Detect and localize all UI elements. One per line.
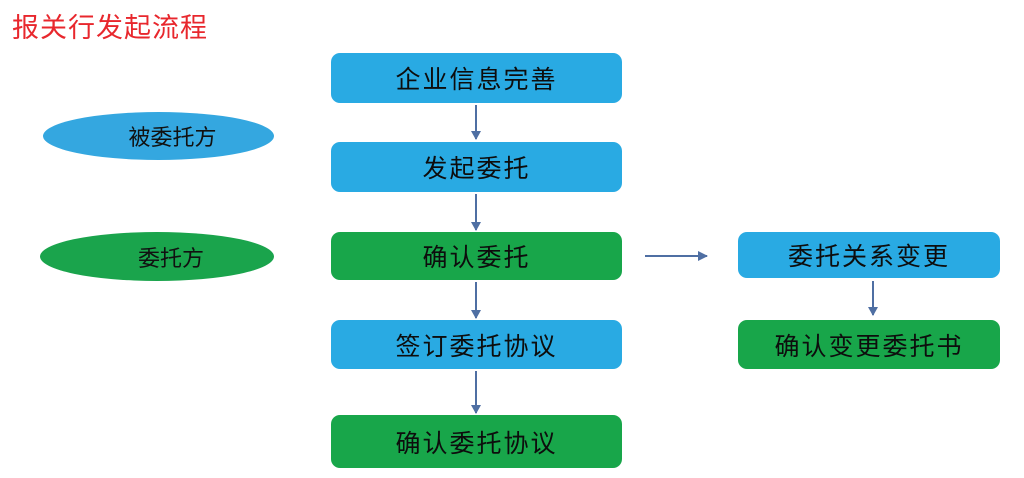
flow-node-label: 确认变更委托书 — [774, 331, 964, 361]
flow-node-label: 确认委托 — [422, 243, 531, 272]
flow-node-sign-agreement[interactable]: 签订委托协议 — [331, 320, 622, 369]
arrow-down-4 — [475, 371, 477, 413]
legend-label-delegatee: 被委托方 — [128, 126, 217, 151]
arrow-down-1 — [475, 105, 477, 139]
flow-node-confirm-delegation[interactable]: 确认委托 — [331, 232, 622, 280]
arrow-down-3 — [475, 282, 477, 318]
legend-item-delegatee: 被委托方 — [43, 112, 274, 160]
arrow-down-branch — [872, 281, 874, 315]
legend-item-delegator: 委托方 — [40, 232, 274, 281]
flow-node-change-relationship[interactable]: 委托关系变更 — [738, 232, 1000, 278]
flow-node-label: 发起委托 — [422, 154, 531, 183]
flow-node-label: 签订委托协议 — [395, 331, 558, 361]
page-title: 报关行发起流程 — [12, 13, 208, 44]
flow-node-confirm-change[interactable]: 确认变更委托书 — [738, 320, 1000, 369]
flow-node-enterprise-info[interactable]: 企业信息完善 — [331, 53, 622, 103]
legend-label-delegator: 委托方 — [137, 246, 204, 272]
flow-node-label: 委托关系变更 — [787, 242, 950, 271]
flow-node-initiate-delegation[interactable]: 发起委托 — [331, 142, 622, 192]
flow-node-label: 确认委托协议 — [395, 428, 558, 458]
arrow-down-2 — [475, 194, 477, 230]
arrow-right-branch — [645, 255, 707, 257]
flow-node-label: 企业信息完善 — [395, 65, 558, 94]
flow-node-confirm-agreement[interactable]: 确认委托协议 — [331, 415, 622, 468]
